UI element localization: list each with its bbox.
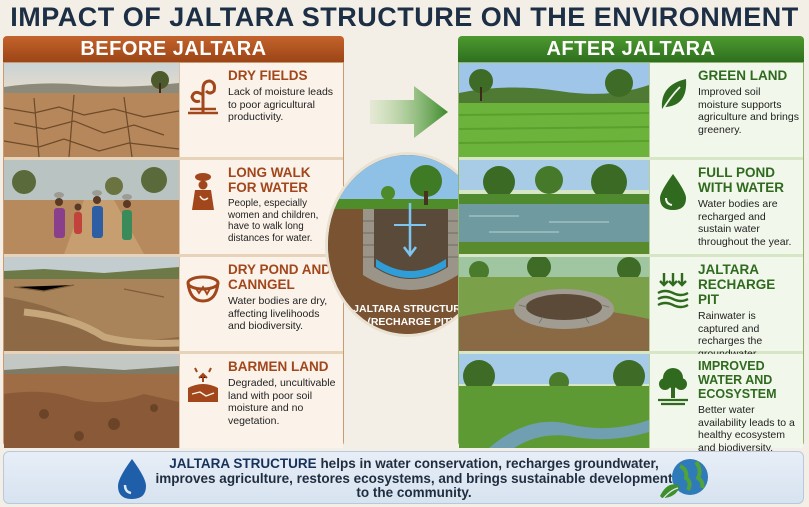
footer-strong: JALTARA STRUCTURE <box>169 456 317 471</box>
globe-leaf-icon <box>660 459 708 501</box>
dry-fields-photo <box>4 63 179 157</box>
wilted-plant-icon <box>188 79 218 115</box>
before-row-dry-pond: DRY POND AND CANNGEL Water bodies are dr… <box>4 257 343 351</box>
ecosystem-desc: Better water availability leads to a hea… <box>698 404 795 454</box>
after-row-green-land: GREEN LAND Improved soil moisture suppor… <box>459 63 803 157</box>
after-row-recharge-pit: JALTARA RECHARGE PIT Rainwater is captur… <box>459 257 803 360</box>
after-row-full-pond: FULL POND WITH WATER Water bodies are re… <box>459 160 803 254</box>
before-header: BEFORE JALTARA <box>3 36 344 62</box>
before-row-barren-land: BARMEN LAND Degraded, uncultivable land … <box>4 354 343 448</box>
full-pond-photo <box>459 160 649 254</box>
after-row-ecosystem: IMPROVED WATER AND ECOSYSTEM Better wate… <box>459 354 803 454</box>
long-walk-desc: People, especially women and children, h… <box>228 198 319 244</box>
barren-land-desc: Degraded, uncultivable land with poor so… <box>228 377 336 427</box>
after-panel: GREEN LAND Improved soil moisture suppor… <box>458 62 804 454</box>
before-row-dry-fields: DRY FIELDS Lack of moisture leads to poo… <box>4 63 343 157</box>
footer-summary: JALTARA STRUCTURE helps in water conserv… <box>3 451 804 504</box>
right-arrow-icon <box>370 86 448 138</box>
leaf-icon <box>661 79 687 112</box>
green-land-heading: GREEN LAND <box>698 68 788 83</box>
recharge-pit-photo <box>459 257 649 351</box>
tree-icon <box>658 368 688 406</box>
water-drop-icon <box>118 459 146 499</box>
dry-pond-desc: Water bodies are dry, affecting liveliho… <box>228 295 328 332</box>
before-row-long-walk: LONG WALK FOR WATER People, especially w… <box>4 160 343 254</box>
page-title: IMPACT OF JALTARA STRUCTURE ON THE ENVIR… <box>10 2 799 32</box>
water-drop-icon <box>660 174 686 210</box>
barren-land-icon <box>188 367 218 402</box>
green-land-photo <box>459 63 649 157</box>
dry-fields-heading: DRY FIELDS <box>228 68 308 83</box>
footer-body: helps in water conservation, recharges g… <box>155 456 673 500</box>
recharge-pit-heading: JALTARA RECHARGE PIT <box>698 262 776 307</box>
after-header: AFTER JALTARA <box>458 36 804 62</box>
ecosystem-heading: IMPROVED WATER AND ECOSYSTEM <box>698 359 777 401</box>
recharge-arrows-icon <box>657 273 689 309</box>
dry-fields-desc: Lack of moisture leads to poor agricultu… <box>228 86 334 123</box>
woman-carrying-water-icon <box>192 173 214 210</box>
dry-pond-photo <box>4 257 179 351</box>
footer-text: JALTARA STRUCTURE helps in water conserv… <box>154 456 674 501</box>
center-label-title: JALTARA STRUCTURE <box>353 303 468 315</box>
barren-land-heading: BARMEN LAND <box>228 359 329 374</box>
long-walk-photo <box>4 160 179 254</box>
dry-pond-heading: DRY POND AND CANNGEL <box>228 262 332 292</box>
center-label-subtitle: (RECHARGE PIT) <box>367 316 454 328</box>
ecosystem-photo <box>459 354 649 448</box>
full-pond-heading: FULL POND WITH WATER <box>698 165 784 195</box>
recharge-pit-desc: Rainwater is captured and recharges the … <box>698 310 763 360</box>
green-land-desc: Improved soil moisture supports agricult… <box>698 86 799 136</box>
before-panel: DRY FIELDS Lack of moisture leads to poo… <box>3 62 344 448</box>
long-walk-heading: LONG WALK FOR WATER <box>228 165 311 195</box>
full-pond-desc: Water bodies are recharged and sustain w… <box>698 198 792 248</box>
barren-land-photo <box>4 354 179 448</box>
recharge-pit-illustration: JALTARA STRUCTURE (RECHARGE PIT) <box>325 152 490 337</box>
dry-pond-icon <box>186 275 220 303</box>
